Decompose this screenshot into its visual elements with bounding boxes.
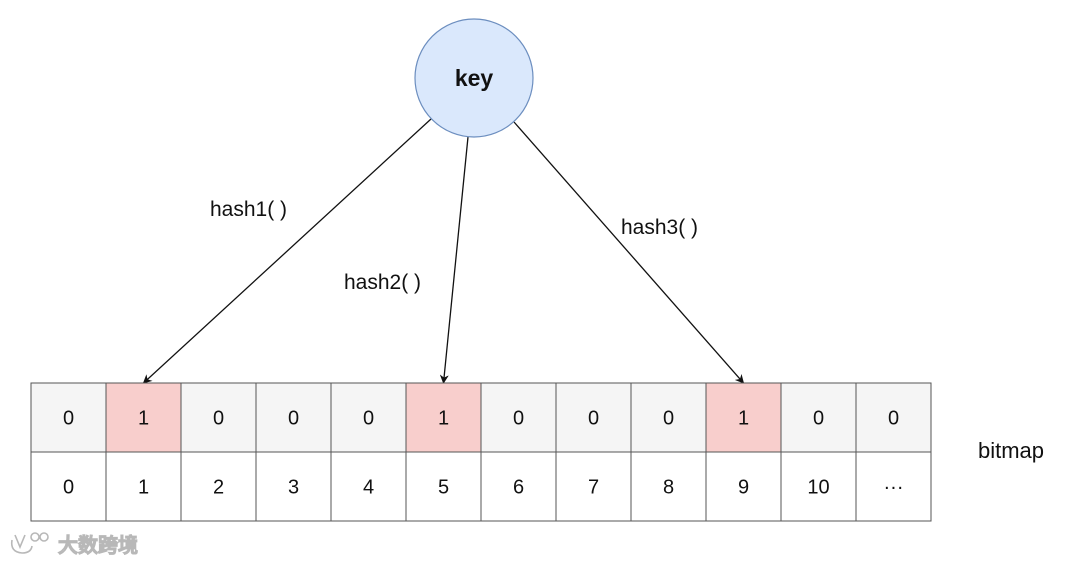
bit-cell-text-11: 0 (888, 408, 899, 430)
bit-cell-text-4: 0 (363, 408, 374, 430)
bit-row: 0 1 0 0 0 1 0 0 0 1 0 0 (30, 382, 932, 453)
index-cell-3 (255, 451, 332, 522)
index-cell-11 (855, 451, 932, 522)
bit-cell-2 (180, 382, 257, 453)
edge-label-hash1: hash1( ) (210, 198, 287, 221)
index-cell-text-9: 9 (738, 477, 749, 499)
bit-cell-text-5: 1 (438, 408, 449, 430)
index-cell-text-4: 4 (363, 477, 374, 499)
bit-cell-text-2: 0 (213, 408, 224, 430)
bit-cell-1 (105, 382, 182, 453)
index-cell-text-2: 2 (213, 477, 224, 499)
bit-cell-text-9: 1 (738, 408, 749, 430)
index-cell-9 (705, 451, 782, 522)
key-node: key (414, 18, 534, 138)
bit-cell-text-3: 0 (288, 408, 299, 430)
bit-cell-text-8: 0 (663, 408, 674, 430)
hash-edge-1 (142, 118, 432, 384)
key-label: key (455, 65, 494, 91)
bit-cell-text-0: 0 (63, 408, 74, 430)
bit-cell-7 (555, 382, 632, 453)
index-cell-text-6: 6 (513, 477, 524, 499)
edge-label-hash3: hash3( ) (621, 216, 698, 239)
index-cell-5 (405, 451, 482, 522)
index-cell-0 (30, 451, 107, 522)
bit-cell-6 (480, 382, 557, 453)
watermark-logo-icon (10, 532, 49, 554)
index-cell-text-8: 8 (663, 477, 674, 499)
bit-cell-text-10: 0 (813, 408, 824, 430)
index-cell-text-7: 7 (588, 477, 599, 499)
index-cell-text-11: ··· (884, 477, 904, 499)
index-cell-2 (180, 451, 257, 522)
index-row: 0 1 2 3 4 5 6 7 8 9 10 ··· (30, 451, 932, 522)
key-circle (414, 18, 534, 138)
hash-edges (142, 118, 745, 384)
bit-cell-text-7: 0 (588, 408, 599, 430)
index-cell-text-3: 3 (288, 477, 299, 499)
bit-cell-text-1: 1 (138, 408, 149, 430)
bitmap-label: bitmap (978, 438, 1044, 463)
index-cell-6 (480, 451, 557, 522)
bit-cell-0 (30, 382, 107, 453)
index-cell-10 (780, 451, 857, 522)
bit-cell-9 (705, 382, 782, 453)
index-cell-1 (105, 451, 182, 522)
index-cell-text-10: 10 (807, 477, 829, 499)
bit-cell-11 (855, 382, 932, 453)
watermark: 大数跨境 (10, 532, 138, 557)
hash-edge-2 (439, 136, 469, 384)
watermark-text: 大数跨境 (58, 533, 138, 557)
bit-cell-8 (630, 382, 707, 453)
index-cell-7 (555, 451, 632, 522)
index-cell-text-5: 5 (438, 477, 449, 499)
edge-label-hash2: hash2( ) (344, 271, 421, 294)
index-cell-4 (330, 451, 407, 522)
bit-cell-text-6: 0 (513, 408, 524, 430)
index-cell-text-0: 0 (63, 477, 74, 499)
index-cell-8 (630, 451, 707, 522)
hash-edge-3 (513, 121, 745, 384)
index-cell-text-1: 1 (138, 477, 149, 499)
